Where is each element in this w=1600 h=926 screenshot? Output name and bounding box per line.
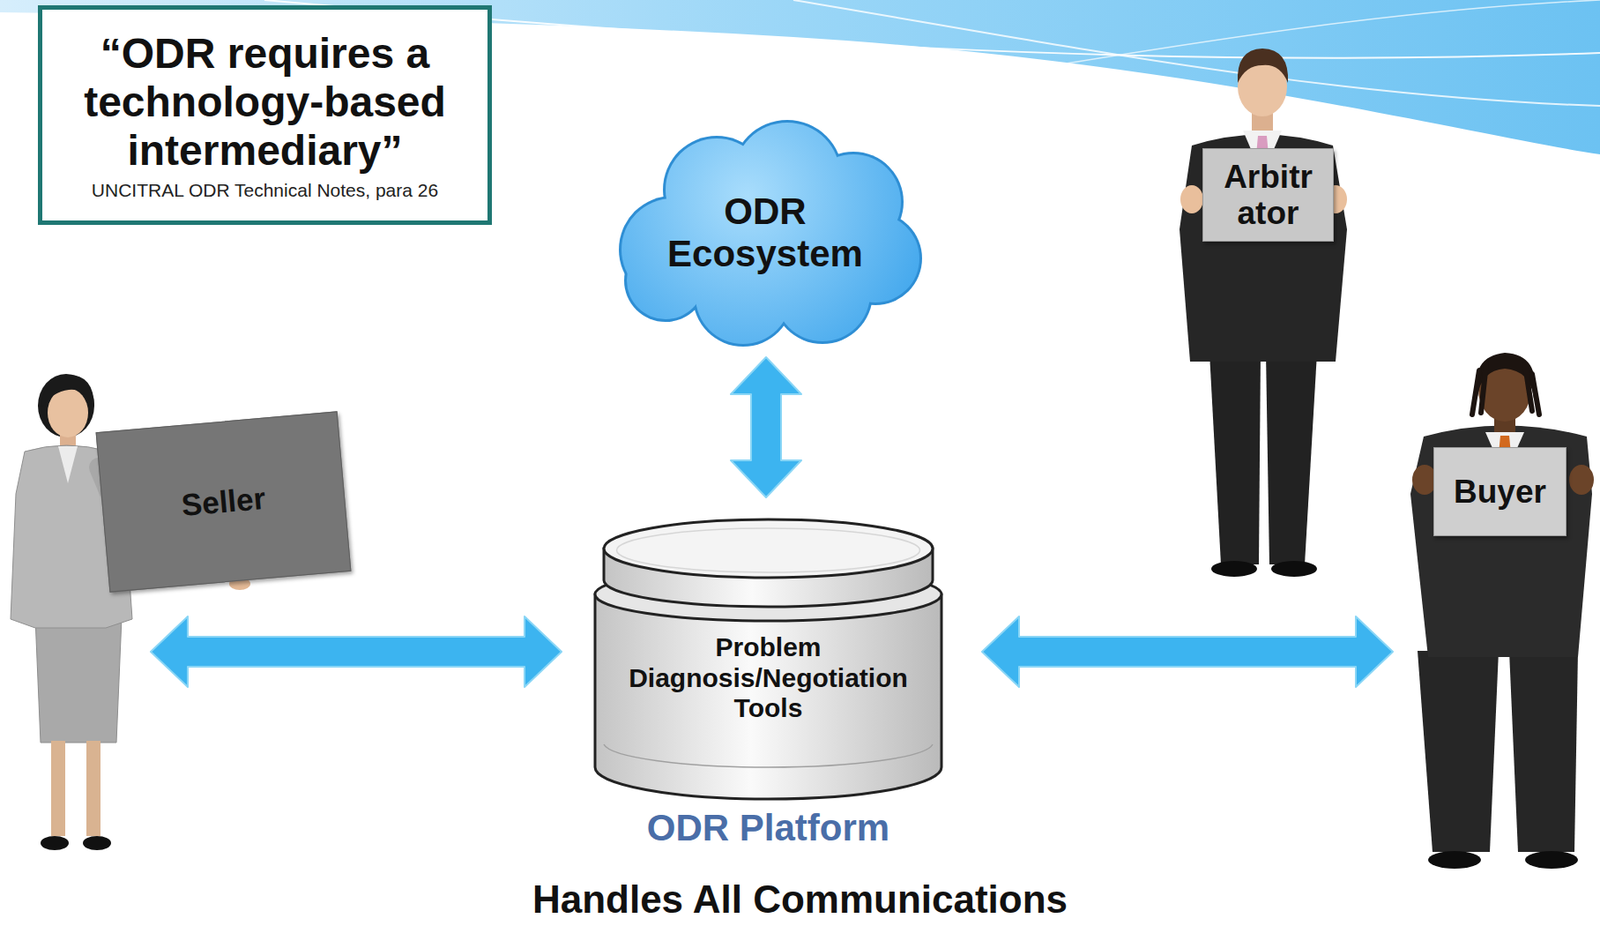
cloud-node: ODR Ecosystem: [602, 117, 929, 348]
hair: [41, 374, 95, 408]
leg: [1265, 352, 1318, 565]
held-sign: Seller: [96, 410, 352, 592]
double-arrow: [982, 616, 1393, 687]
shoe: [1211, 560, 1258, 577]
dreadlocks: [1472, 363, 1540, 415]
platform-cylinder: Problem Diagnosis/Negotiation ToolsODR P…: [589, 513, 947, 802]
leg: [86, 740, 101, 836]
source-note: UNCITRAL ODR Technical Notes, para 26: [91, 179, 439, 201]
arbitrator-person: Arbitr ator: [1173, 45, 1347, 577]
quote-box: “ODR requires a technology-based interme…: [37, 5, 492, 225]
leg: [51, 740, 66, 836]
hair: [37, 373, 95, 438]
platform-heading: ODR Platform: [536, 806, 1000, 849]
cylinder-lid-top: [603, 519, 933, 578]
cylinder-text-area: Problem Diagnosis/Negotiation Tools: [602, 620, 935, 736]
shoe: [40, 835, 69, 850]
cylinder-body: [595, 594, 942, 799]
cloud-outline: [618, 119, 923, 347]
shoe: [1271, 560, 1318, 577]
caption: Handles All Communications: [0, 878, 1600, 921]
shoe: [1525, 850, 1578, 869]
cylinder-label: Problem Diagnosis/Negotiation Tools: [605, 632, 932, 724]
cylinder-shading: [603, 744, 933, 767]
leg: [1209, 352, 1261, 565]
skirt: [35, 617, 122, 743]
suit: [1179, 134, 1347, 363]
shoe: [82, 835, 112, 850]
sign-label: Buyer: [1453, 473, 1547, 510]
held-sign: Arbitr ator: [1202, 148, 1334, 242]
arbitrator-figure: [1179, 48, 1347, 577]
hand: [1569, 464, 1594, 495]
double-arrow: [150, 616, 562, 687]
sign-label: Arbitr ator: [1210, 158, 1326, 232]
collar: [58, 446, 78, 484]
buyer-figure: [1410, 352, 1594, 869]
face: [47, 387, 89, 438]
hair: [1237, 48, 1288, 83]
seller-person: Seller: [5, 379, 142, 857]
held-sign: Buyer: [1433, 446, 1567, 536]
cylinder-heading-area: ODR Platform: [536, 806, 1000, 849]
quote-text: “ODR requires a technology-based interme…: [52, 29, 477, 176]
cylinder-shading: [617, 528, 921, 573]
double-arrow: [730, 357, 802, 498]
cloud-label: ODR Ecosystem: [650, 190, 880, 274]
cloud-fill: [621, 122, 920, 344]
hand: [1180, 185, 1204, 214]
sign-label: Seller: [179, 480, 267, 522]
leg: [1417, 650, 1499, 852]
shoe: [1428, 850, 1481, 869]
buyer-person: Buyer: [1403, 352, 1598, 873]
suit: [1410, 425, 1593, 658]
leg: [1509, 650, 1578, 852]
cloud-text-area: ODR Ecosystem: [602, 117, 929, 348]
wave-line: [793, 0, 1600, 106]
